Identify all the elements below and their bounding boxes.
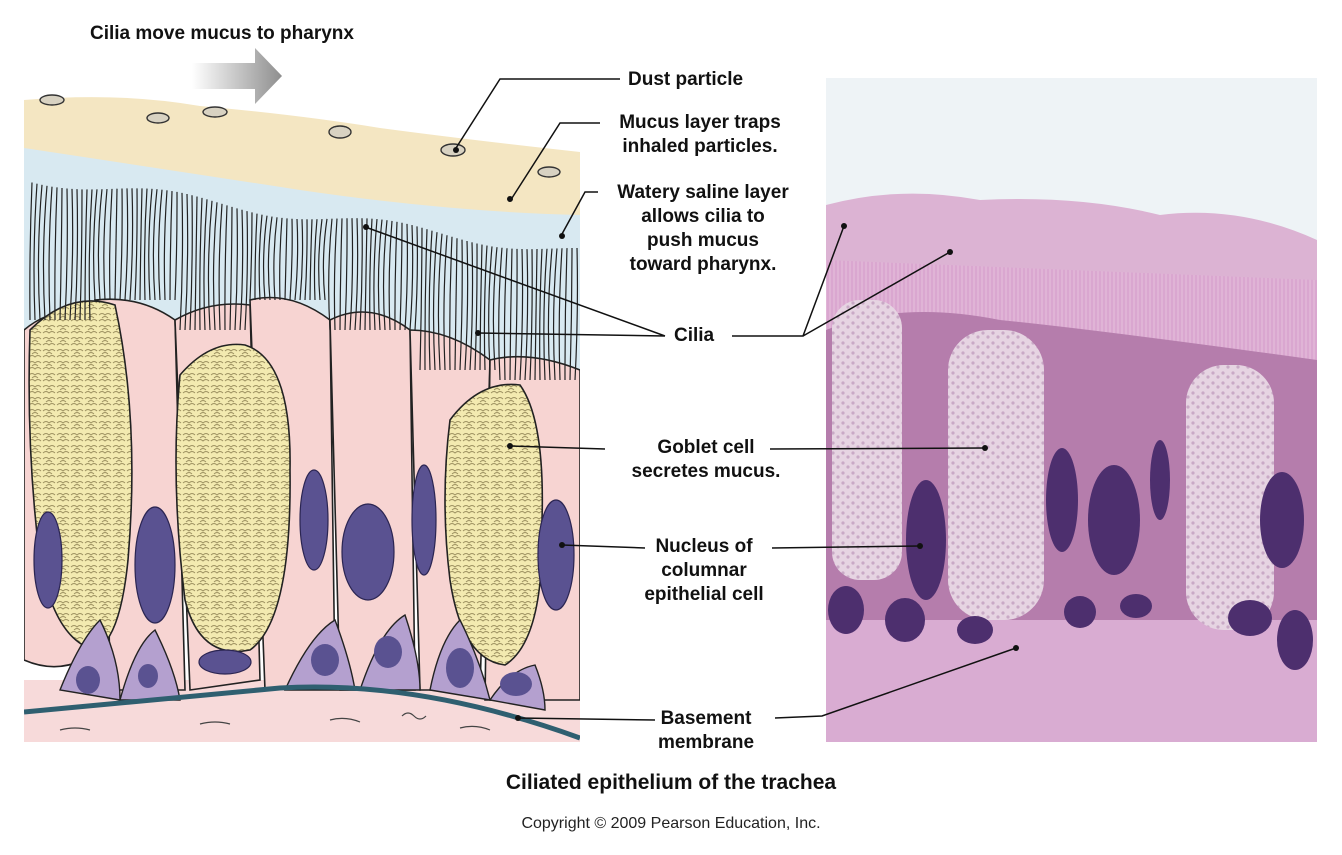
nucleus [135, 507, 175, 623]
dust-particle-label: Dust particle [628, 68, 743, 92]
micro-goblet-cell [1186, 365, 1274, 630]
micro-goblet-cell [832, 300, 902, 580]
dust-particle [40, 95, 64, 105]
epithelium-illustration [24, 95, 580, 742]
goblet-cell-label: Goblet cell secretes mucus. [608, 436, 804, 484]
dust-particle [329, 126, 351, 138]
saline-layer-label: Watery saline layer allows cilia to push… [598, 181, 808, 277]
mucus-label-line: inhaled particles. [600, 135, 800, 159]
nucleus [538, 500, 574, 610]
dust-particle [538, 167, 560, 177]
goblet-cell [176, 344, 290, 651]
mucus-layer-label: Mucus layer traps inhaled particles. [600, 111, 800, 159]
dust-leader [456, 79, 620, 148]
cilia-label: Cilia [674, 324, 714, 348]
nucleus-label-line: columnar [604, 559, 804, 583]
basement-label-line: membrane [646, 731, 766, 755]
saline-label-line: allows cilia to [598, 205, 808, 229]
figure-caption: Ciliated epithelium of the trachea [0, 771, 1342, 795]
nucleus-label: Nucleus of columnar epithelial cell [604, 535, 804, 607]
nucleus [199, 650, 251, 674]
nucleus-label-line: epithelial cell [604, 583, 804, 607]
goblet-label-line: Goblet cell [608, 436, 804, 460]
dust-particle [203, 107, 227, 117]
mucus-label-line: Mucus layer traps [600, 111, 800, 135]
saline-label-line: push mucus [598, 229, 808, 253]
micro-goblet-cell [948, 330, 1044, 620]
basement-membrane-label: Basement membrane [646, 707, 766, 755]
goblet-label-line: secretes mucus. [608, 460, 804, 484]
arrow-label: Cilia move mucus to pharynx [90, 22, 354, 46]
dust-particle [147, 113, 169, 123]
nucleus [300, 470, 328, 570]
nucleus [342, 504, 394, 600]
copyright-notice: Copyright © 2009 Pearson Education, Inc. [0, 815, 1342, 833]
saline-label-line: toward pharynx. [598, 253, 808, 277]
direction-arrow [192, 48, 282, 104]
nucleus [412, 465, 436, 575]
saline-label-line: Watery saline layer [598, 181, 808, 205]
basement-label-line: Basement [646, 707, 766, 731]
nucleus-label-line: Nucleus of [604, 535, 804, 559]
micrograph [826, 78, 1317, 742]
nucleus [34, 512, 62, 608]
